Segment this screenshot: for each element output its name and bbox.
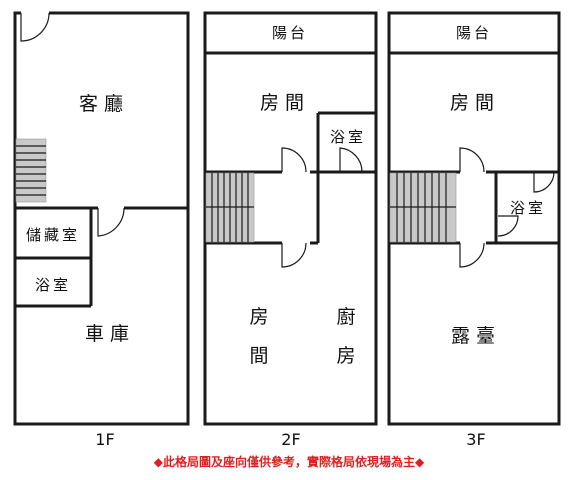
- room-bottom-door-icon: [281, 242, 307, 268]
- stairs-2f: [205, 172, 255, 243]
- floor-3f-outline: [387, 11, 561, 426]
- room-bathroom-1f: 浴室: [35, 276, 71, 294]
- garage-door-icon: [97, 207, 125, 237]
- bathroom-3f-door-icon-top: [533, 171, 555, 193]
- bathroom-2f-door-icon: [339, 147, 363, 173]
- room-storage: 儲藏室: [26, 226, 80, 244]
- room-bedroom-2f-top: 房間: [260, 92, 310, 114]
- floor-2f-outline: [203, 11, 378, 426]
- room-3f-door-icon: [459, 147, 485, 173]
- room-terrace: 露臺: [451, 325, 501, 347]
- room-balcony-3f: 陽台: [456, 24, 492, 42]
- room-bedroom-3f: 房間: [450, 92, 500, 114]
- room-living-room: 客廳: [79, 93, 129, 115]
- floor-label-1f: 1F: [95, 430, 114, 449]
- disclaimer-note: ◆此格局圖及座向僅供參考，實際格局依現場為主◆: [154, 454, 425, 469]
- entry-door-icon: [20, 12, 50, 42]
- floor-2f: 陽台 房間 浴室 房 間 廚 房 2F: [203, 11, 378, 449]
- room-balcony-2f: 陽台: [272, 24, 308, 42]
- room-bathroom-3f: 浴室: [510, 199, 546, 217]
- stairs-1f: [15, 138, 47, 203]
- bathroom-3f-door-icon: [497, 215, 519, 237]
- floor-3f: 陽台 房間 浴室 露臺 3F: [387, 11, 561, 449]
- room-kitchen-line2: 房: [336, 345, 361, 367]
- floor-label-3f: 3F: [466, 430, 485, 449]
- room-bedroom-2f-bottom-line1: 房: [249, 306, 274, 328]
- terrace-door-icon: [459, 242, 485, 268]
- floor-label-2f: 2F: [281, 430, 300, 449]
- room-bedroom-2f-bottom-line2: 間: [249, 345, 274, 367]
- room-garage: 車庫: [85, 323, 135, 345]
- room-bathroom-2f: 浴室: [330, 128, 366, 146]
- room-kitchen-line1: 廚: [336, 305, 361, 328]
- stairs-3f: [389, 172, 457, 243]
- room-top-door-icon: [281, 147, 307, 173]
- floor-1f-outline: [13, 11, 190, 426]
- floor-1f: 客廳 儲藏室 浴室 車庫 1F: [13, 11, 190, 449]
